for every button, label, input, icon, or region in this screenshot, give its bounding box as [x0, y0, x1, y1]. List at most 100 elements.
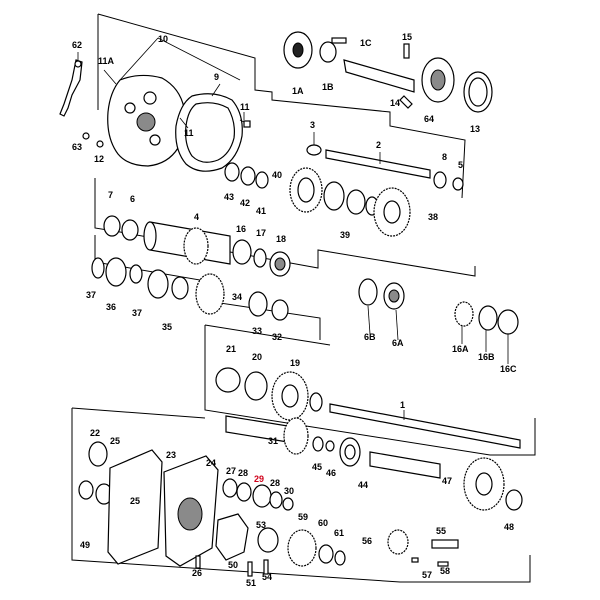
snap-ring-21 [215, 367, 241, 393]
gear-38-hub [383, 200, 401, 224]
bolt-1C [331, 37, 347, 44]
label-35: 35 [162, 322, 172, 332]
label-15: 15 [402, 32, 412, 42]
ring-37b [129, 264, 143, 284]
gasket-23 [107, 449, 163, 565]
label-19: 19 [290, 358, 300, 368]
bearing-35b [171, 276, 189, 300]
label-16B: 16B [478, 352, 495, 362]
ring-45 [312, 436, 324, 452]
label-7: 7 [108, 190, 113, 200]
frame-rear [71, 408, 531, 583]
leader-11A [103, 69, 117, 85]
gear-39a [323, 181, 345, 211]
output-shaft [369, 451, 441, 479]
ring-28b [269, 491, 283, 509]
bearing-42 [240, 166, 256, 186]
label-30: 30 [284, 486, 294, 496]
flange-64-hub [430, 69, 446, 91]
label-59: 59 [298, 512, 308, 522]
mainshaft-1 [329, 403, 521, 449]
frame-rear-top [71, 407, 206, 419]
leader-6B [367, 305, 371, 335]
leader-6A [395, 309, 399, 341]
label-6B: 6B [364, 332, 376, 342]
cover-boss [136, 112, 156, 132]
ring-16C [497, 309, 519, 335]
bearing-35a [147, 269, 169, 299]
gear-47-hub [475, 472, 493, 496]
label-61: 61 [334, 528, 344, 538]
group-bearings-right [358, 278, 519, 335]
label-50: 50 [228, 560, 238, 570]
label-34: 34 [232, 292, 242, 302]
group-rear [78, 441, 459, 577]
label-64: 64 [424, 114, 434, 124]
label-13: 13 [470, 124, 480, 134]
bearing-29 [252, 484, 272, 508]
bearing-6B [358, 278, 378, 306]
seal-22 [88, 441, 108, 467]
leader-10a [119, 37, 159, 81]
seal-1B [319, 41, 337, 63]
input-quill [343, 59, 415, 93]
label-42: 42 [240, 198, 250, 208]
bearing-8 [433, 171, 447, 189]
label-46: 46 [326, 468, 336, 478]
seal-53 [257, 527, 279, 553]
frame-mainshaft-top [204, 324, 331, 346]
label-43: 43 [224, 192, 234, 202]
group-frames [71, 13, 536, 583]
ring-33 [248, 291, 268, 317]
group-input-shaft [224, 144, 464, 237]
label-63: 63 [72, 142, 82, 152]
bolt-head [243, 120, 251, 128]
pin-15 [403, 43, 410, 59]
label-32: 32 [272, 332, 282, 342]
label-45: 45 [312, 462, 322, 472]
label-38: 38 [428, 212, 438, 222]
bearing-6A-inner [388, 289, 400, 303]
label-44: 44 [358, 480, 368, 490]
bolt-63 [82, 132, 90, 140]
label-49: 49 [80, 540, 90, 550]
label-10: 10 [158, 34, 168, 44]
label-55: 55 [436, 526, 446, 536]
countershaft-4-gear [183, 227, 209, 265]
ring-61 [334, 550, 346, 566]
lever-pivot [74, 60, 82, 68]
ring-37a [91, 257, 105, 279]
group-labels: 62 10 11A 9 11 11 63 12 1C 15 1A 1B 14 6… [72, 32, 517, 588]
label-1C: 1C [360, 38, 372, 48]
ring-48 [505, 489, 523, 511]
clip-14 [399, 95, 413, 109]
cover-hole [143, 91, 157, 105]
label-11b: 11 [240, 102, 250, 112]
label-31: 31 [268, 436, 278, 446]
label-53: 53 [256, 520, 266, 530]
gear-31 [283, 417, 309, 455]
ring-60 [318, 544, 334, 564]
label-29-highlighted: 29 [254, 474, 264, 484]
cover-50 [215, 513, 249, 561]
label-26: 26 [192, 568, 202, 578]
gear-59 [287, 529, 317, 567]
label-6A: 6A [392, 338, 404, 348]
shift-lever [59, 59, 83, 117]
label-21: 21 [226, 344, 236, 354]
bearing-18-inner [274, 257, 286, 271]
label-37b: 37 [132, 308, 142, 318]
label-1: 1 [400, 400, 405, 410]
label-40: 40 [272, 170, 282, 180]
housing-24-bore [177, 497, 203, 531]
leader-11a [179, 117, 189, 129]
label-56: 56 [362, 536, 372, 546]
pin-58 [437, 561, 449, 567]
retainer-1A-inner [292, 42, 304, 58]
label-57: 57 [422, 570, 432, 580]
group-mainshaft [215, 367, 523, 511]
ring-17 [253, 248, 267, 268]
ring-27 [222, 478, 238, 498]
label-24: 24 [206, 458, 216, 468]
